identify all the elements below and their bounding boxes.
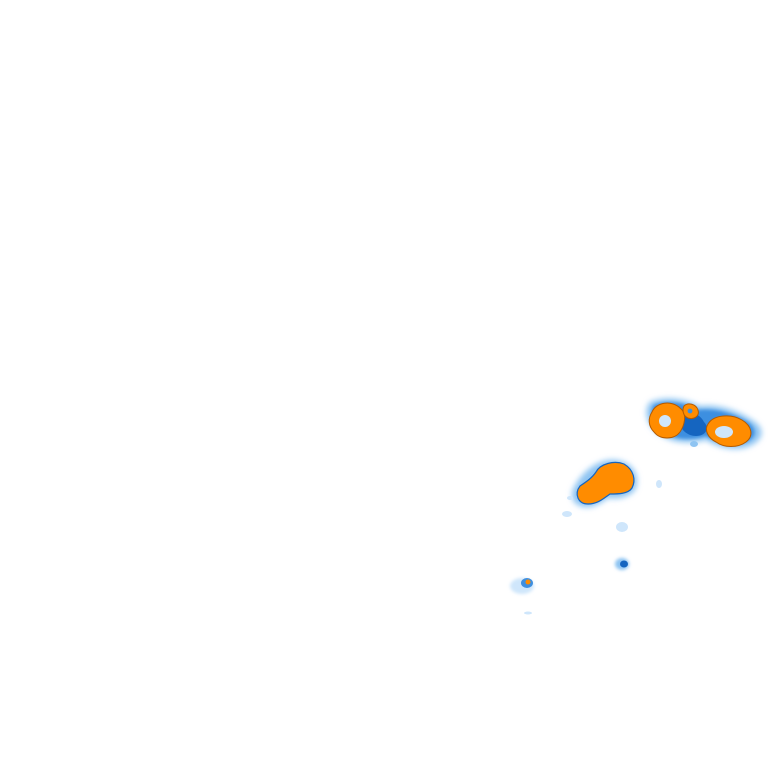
precip-cell-ne-cluster <box>646 398 762 488</box>
precip-cell-central <box>562 459 638 517</box>
precip-knot-hole <box>687 408 693 414</box>
precip-ring-hole-b <box>715 426 733 438</box>
precip-speck <box>567 496 573 500</box>
precip-speck <box>656 480 662 488</box>
precip-cell-small-sw <box>510 578 534 615</box>
precip-cell-small-s <box>615 522 629 570</box>
precip-core-heavy <box>620 560 628 568</box>
precip-ring-hole-a <box>659 415 671 427</box>
precip-speck <box>562 511 572 517</box>
precip-intense-speck <box>525 579 531 585</box>
precip-halo-light <box>616 522 628 532</box>
precip-intense-cell-central <box>576 461 635 505</box>
precip-trace <box>524 611 532 615</box>
precip-speck <box>690 441 698 447</box>
precip-core-heavy <box>680 412 707 436</box>
